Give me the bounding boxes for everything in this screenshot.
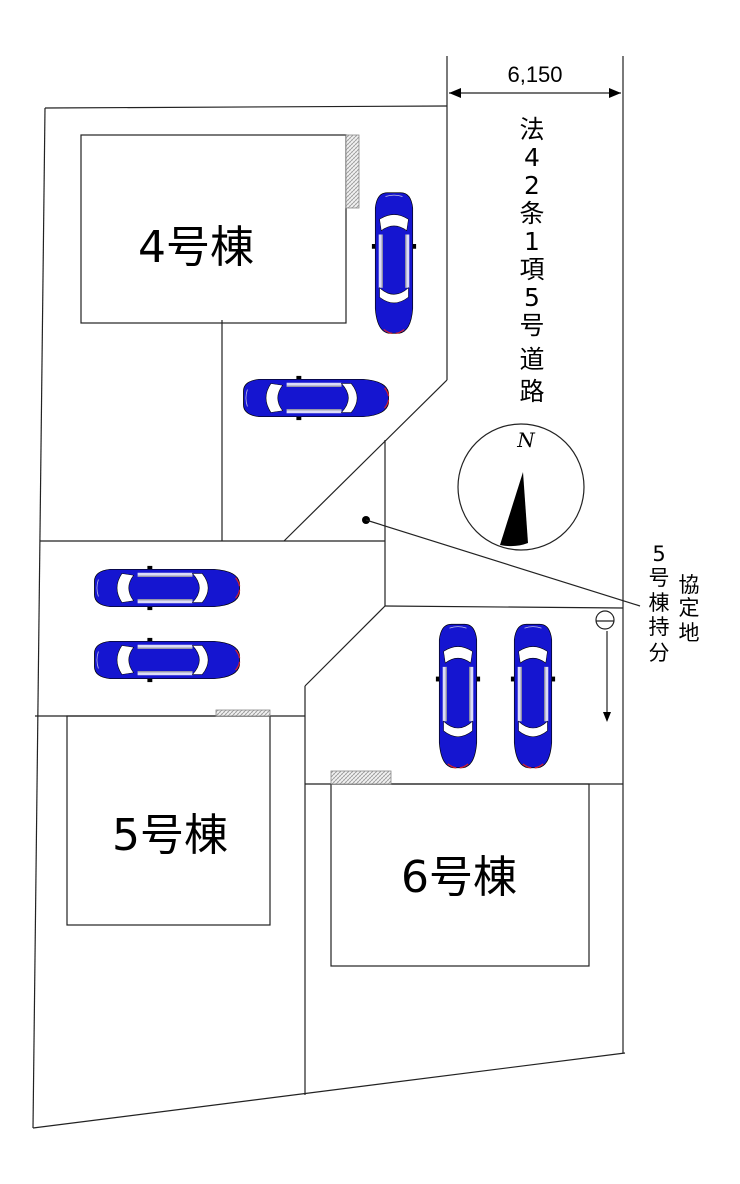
north-label: N <box>516 428 536 452</box>
building-5 <box>66 709 271 926</box>
svg-text:棟: 棟 <box>649 591 670 615</box>
svg-text:条: 条 <box>519 199 544 228</box>
svg-text:5: 5 <box>652 542 665 566</box>
svg-text:4: 4 <box>524 143 540 172</box>
svg-text:1: 1 <box>524 227 540 256</box>
compass-icon: N <box>457 423 585 551</box>
house-5-label: 5号棟 <box>112 810 228 861</box>
car-icon <box>371 192 417 334</box>
svg-text:項: 項 <box>519 255 544 284</box>
svg-text:持: 持 <box>649 615 670 639</box>
svg-text:協: 協 <box>679 573 700 597</box>
svg-text:定: 定 <box>679 596 700 620</box>
svg-text:分: 分 <box>649 641 670 665</box>
car-icon <box>93 637 241 683</box>
car-icon <box>435 623 481 769</box>
agreement-land-note: 協 定 地 5 号 棟 持 分 <box>649 542 700 665</box>
car-icon <box>242 375 390 421</box>
house-6-label: 6号棟 <box>401 852 517 903</box>
svg-text:2: 2 <box>524 171 540 200</box>
svg-text:地: 地 <box>679 621 700 645</box>
car-icon <box>93 565 241 611</box>
road-width-label: 6,150 <box>507 62 562 87</box>
svg-text:法: 法 <box>519 115 544 144</box>
svg-text:号: 号 <box>519 311 544 340</box>
car-icon <box>510 623 556 769</box>
road-width-dimension: 6,150 <box>449 62 621 98</box>
leader-line <box>362 516 641 607</box>
utility-marker-icon <box>595 610 615 722</box>
building-4 <box>80 134 360 324</box>
svg-text:号: 号 <box>649 566 670 590</box>
road-name: 法 4 2 条 1 項 5 号 道 路 <box>519 115 544 406</box>
svg-text:路: 路 <box>519 377 544 406</box>
house-4-label: 4号棟 <box>138 222 254 273</box>
building-6 <box>330 770 590 967</box>
svg-text:5: 5 <box>524 283 540 312</box>
svg-text:道: 道 <box>519 345 544 374</box>
